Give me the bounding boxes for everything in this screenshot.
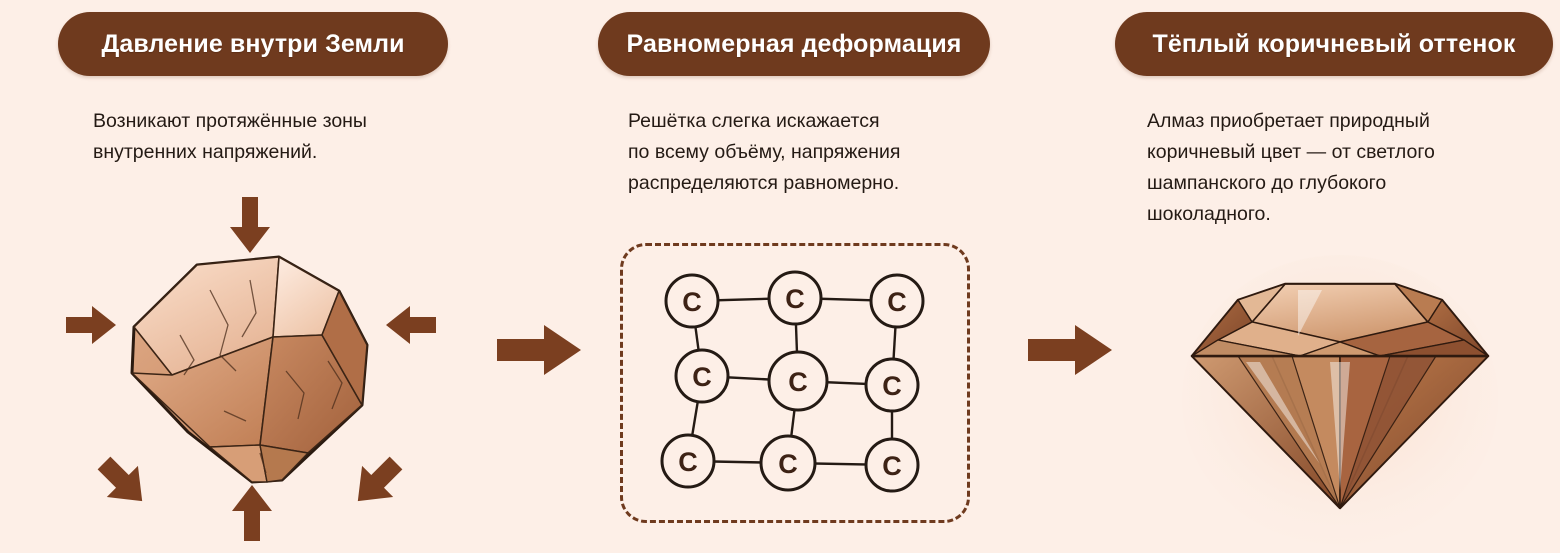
atom-label: C <box>678 447 698 477</box>
lattice-dashed-border <box>620 243 970 523</box>
lattice-atom: C <box>759 434 817 492</box>
step-body-deformation: Решётка слегка искажается по всему объём… <box>628 106 978 199</box>
connector-arrow-1 <box>497 325 581 375</box>
arrow-left <box>66 306 116 344</box>
lattice-atoms: C C C C C <box>660 270 925 493</box>
diamond-highlights <box>1246 290 1350 490</box>
body-line: распределяются равномерно. <box>628 172 900 194</box>
step-body-brown-hue: Алмаз приобретает природный коричневый ц… <box>1147 106 1507 230</box>
step-title-pill-pressure: Давление внутри Земли <box>58 12 448 76</box>
step-title-pill-brown-hue: Тёплый коричневый оттенок <box>1115 12 1553 76</box>
body-line: по всему объёму, напряжения <box>628 141 901 163</box>
arrow-top <box>230 197 270 253</box>
body-line: Решётка слегка искажается <box>628 110 880 132</box>
right-arrow-icon <box>497 325 581 375</box>
atom-label: C <box>882 371 902 401</box>
step-title-pill-deformation: Равномерная деформация <box>598 12 990 76</box>
step-column-pressure: Давление внутри Земли Возникают протяжён… <box>58 0 448 553</box>
lattice-atom: C <box>674 348 730 404</box>
pressure-arrow-group <box>66 197 436 541</box>
step-title-text: Давление внутри Земли <box>101 29 405 58</box>
body-line: шампанского до глубокого <box>1147 172 1387 194</box>
body-line: коричневый цвет — от светлого <box>1147 141 1435 163</box>
arrow-bottom-left <box>97 456 143 502</box>
lattice-atom: C <box>767 270 823 326</box>
rough-crystal-figure <box>60 185 460 553</box>
atom-label: C <box>778 449 798 479</box>
lattice-atom: C <box>767 350 829 412</box>
step-body-pressure: Возникают протяжённые зоны внутренних на… <box>93 106 453 168</box>
step-column-deformation: Равномерная деформация Решётка слегка ис… <box>598 0 990 553</box>
atom-label: C <box>788 367 808 397</box>
right-arrow-icon <box>1028 325 1112 375</box>
body-line: внутренних напряжений. <box>93 141 318 163</box>
step-title-text: Тёплый коричневый оттенок <box>1152 29 1516 58</box>
body-line: Алмаз приобретает природный <box>1147 110 1430 132</box>
carbon-lattice-figure: C C C C C <box>620 243 970 523</box>
body-line: Возникают протяжённые зоны <box>93 110 367 132</box>
atom-label: C <box>882 451 902 481</box>
connector-arrow-2 <box>1028 325 1112 375</box>
arrow-right <box>386 306 436 344</box>
lattice-atom: C <box>864 437 920 493</box>
crystal-body <box>130 255 369 484</box>
brown-diamond-figure <box>1180 250 1500 550</box>
lattice-atom: C <box>864 357 920 413</box>
lattice-atom: C <box>660 433 716 489</box>
diamond-body <box>1190 282 1490 510</box>
atom-label: C <box>887 287 907 317</box>
body-line: шоколадного. <box>1147 203 1271 225</box>
step-title-text: Равномерная деформация <box>626 29 962 58</box>
arrow-bottom <box>232 485 272 541</box>
atom-label: C <box>682 287 702 317</box>
atom-label: C <box>785 284 805 314</box>
atom-label: C <box>692 362 712 392</box>
lattice-atom: C <box>869 273 925 329</box>
step-column-brown-hue: Тёплый коричневый оттенок Алмаз приобрет… <box>1115 0 1553 553</box>
arrow-bottom-right <box>357 456 403 502</box>
lattice-atom: C <box>664 273 720 329</box>
